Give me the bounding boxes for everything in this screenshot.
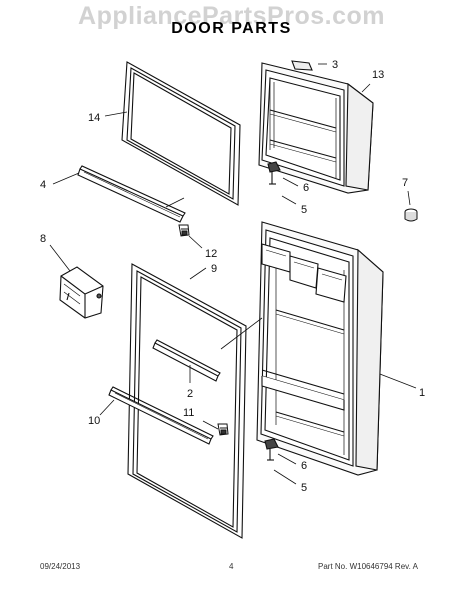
callout-7: 7 <box>402 177 408 189</box>
callout-14: 14 <box>88 112 100 124</box>
freezer-door-shelf <box>77 165 186 223</box>
callout-6-lower: 6 <box>301 460 307 472</box>
refrigerator-door-shelf-lower <box>108 386 214 445</box>
footer-date: 09/24/2013 <box>40 562 81 571</box>
callout-6-upper: 6 <box>303 182 309 194</box>
footer-part-number: Part No. W10646794 Rev. A <box>318 562 418 571</box>
callout-1: 1 <box>419 387 425 399</box>
refrigerator-door-gasket <box>127 263 247 539</box>
refrigerator-door-shelf-upper <box>152 339 221 382</box>
callout-5-lower: 5 <box>301 482 307 494</box>
freezer-door-gasket <box>121 61 241 206</box>
callout-2: 2 <box>187 388 193 400</box>
callout-8: 8 <box>40 233 46 245</box>
hinge-plug <box>404 208 418 222</box>
callout-10: 10 <box>88 415 100 427</box>
leader-lines <box>49 63 417 485</box>
page-title: DOOR PARTS <box>171 20 292 37</box>
callout-12: 12 <box>205 248 217 260</box>
refrigerator-door <box>256 221 384 476</box>
callout-4: 4 <box>40 179 46 191</box>
watermark: AppliancePartsPros.com <box>78 2 385 30</box>
callout-13: 13 <box>372 69 384 81</box>
dairy-compartment <box>59 266 104 319</box>
footer-page-number: 4 <box>229 562 234 571</box>
shelf-support-clip-lower <box>217 423 229 436</box>
callout-3: 3 <box>332 59 338 71</box>
shelf-support-clip-upper <box>178 224 190 237</box>
callout-5-upper: 5 <box>301 204 307 216</box>
callout-9: 9 <box>211 263 217 275</box>
freezer-door <box>258 60 374 194</box>
callout-11: 11 <box>183 407 194 419</box>
